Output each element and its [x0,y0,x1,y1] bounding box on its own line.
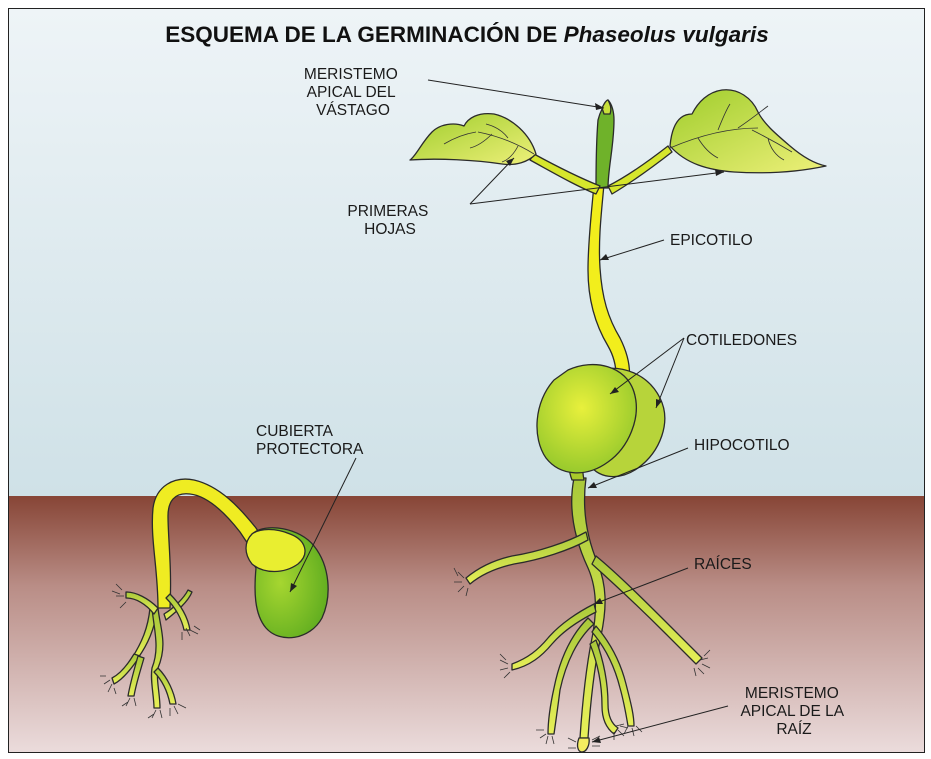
germination-diagram: ESQUEMA DE LA GERMINACIÓN DE Phaseolus v… [8,8,925,753]
label-cotiledones: COTILEDONES [686,332,797,349]
label-epicotilo: EPICOTILO [670,232,753,249]
label-hipocotilo: HIPOCOTILO [694,437,790,454]
sky-background [8,8,925,496]
label-meristemo-apical-vastago: MERISTEMO APICAL DEL VÁSTAGO [304,66,402,119]
diagram-title: ESQUEMA DE LA GERMINACIÓN DE Phaseolus v… [165,22,768,47]
diagram-frame: ESQUEMA DE LA GERMINACIÓN DE Phaseolus v… [8,8,925,753]
title-text: ESQUEMA DE LA GERMINACIÓN DE [165,22,563,47]
label-raices: RAÍCES [694,556,752,573]
title-species: Phaseolus vulgaris [564,22,769,47]
